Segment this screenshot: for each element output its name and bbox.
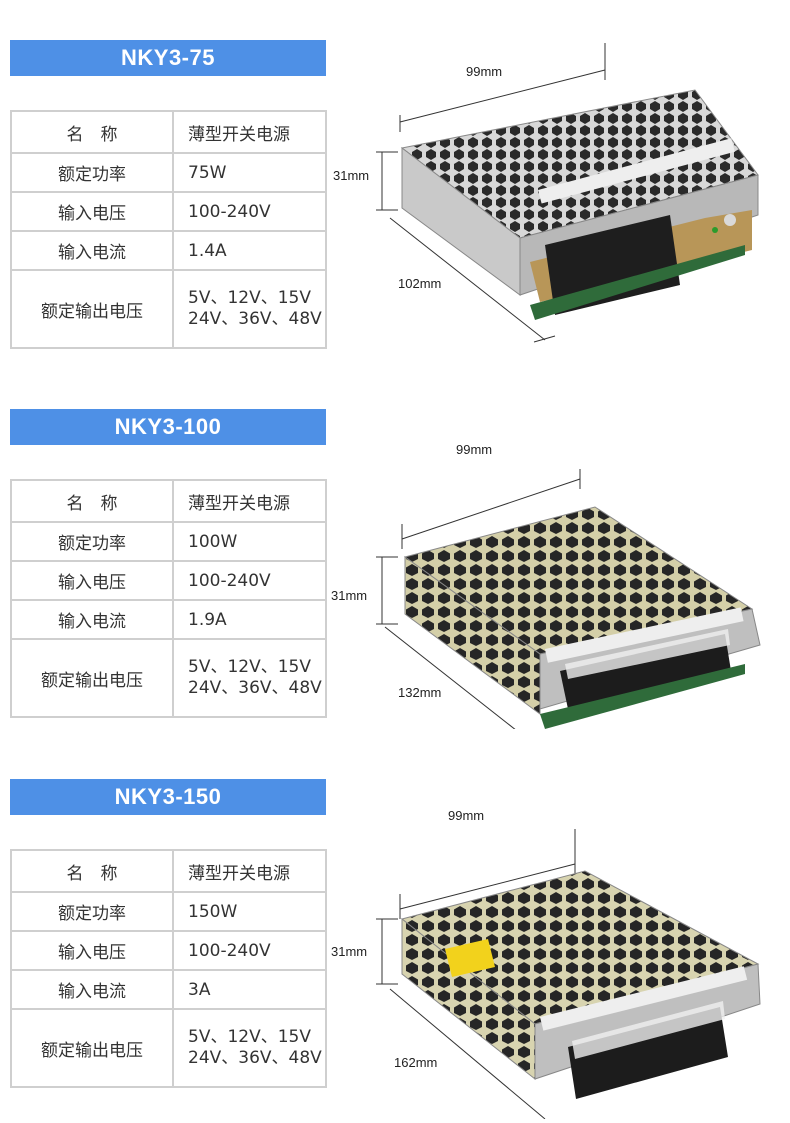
spec-table: 名 称 薄型开关电源 额定功率 100W 输入电压 100-240V 输入电流 … [10,479,327,718]
dimension-width: 99mm [466,64,503,79]
output-voltage-line: 5V、12V、15V [188,657,311,677]
model-title: NKY3-150 [10,779,326,815]
spec-value: 75W [172,152,327,193]
dimension-width: 99mm [456,442,493,457]
output-voltage-line: 24V、36V、48V [188,1048,322,1068]
dimension-depth: 132mm [398,685,442,700]
spec-value: 100-240V [172,930,327,971]
spec-key: 输入电流 [10,230,174,271]
product-section-nky3-75: NKY3-75 名 称 薄型开关电源 额定功率 75W 输入电压 100-240… [0,0,790,370]
output-voltage-line: 24V、36V、48V [188,309,322,329]
spec-table: 名 称 薄型开关电源 额定功率 75W 输入电压 100-240V 输入电流 1… [10,110,327,349]
output-voltage-line: 24V、36V、48V [188,678,322,698]
dimension-depth: 102mm [398,276,442,291]
spec-key: 输入电压 [10,930,174,971]
spec-key: 额定输出电压 [10,638,174,718]
spec-value: 5V、12V、15V 24V、36V、48V [172,1008,327,1088]
power-supply-illustration [376,43,759,343]
model-title: NKY3-75 [10,40,326,76]
spec-row: 输入电流 1.4A [10,230,327,271]
spec-row: 名 称 薄型开关电源 [10,479,327,523]
spec-value: 5V、12V、15V 24V、36V、48V [172,269,327,349]
spec-key: 额定输出电压 [10,1008,174,1088]
spec-value: 薄型开关电源 [172,849,327,893]
spec-value: 薄型开关电源 [172,479,327,523]
model-title: NKY3-100 [10,409,326,445]
spec-row: 额定功率 100W [10,521,327,562]
spec-row: 额定输出电压 5V、12V、15V 24V、36V、48V [10,1008,327,1088]
spec-row: 名 称 薄型开关电源 [10,110,327,154]
product-image: 99mm 31mm 162mm [331,779,780,1120]
spec-row: 额定输出电压 5V、12V、15V 24V、36V、48V [10,269,327,349]
spec-row: 输入电流 3A [10,969,327,1010]
spec-value: 3A [172,969,327,1010]
spec-value: 薄型开关电源 [172,110,327,154]
spec-value: 150W [172,891,327,932]
spec-key: 输入电压 [10,191,174,232]
power-supply-illustration [376,469,761,750]
dimension-height: 31mm [331,588,368,603]
dimension-depth: 162mm [394,1055,438,1070]
spec-table: 名 称 薄型开关电源 额定功率 150W 输入电压 100-240V 输入电流 … [10,849,327,1088]
spec-row: 输入电压 100-240V [10,560,327,601]
spec-row: 输入电压 100-240V [10,930,327,971]
spec-row: 输入电流 1.9A [10,599,327,640]
dimension-height: 31mm [331,944,368,959]
spec-key: 名 称 [10,849,174,893]
spec-value: 100-240V [172,560,327,601]
spec-value: 1.9A [172,599,327,640]
spec-row: 额定功率 75W [10,152,327,193]
spec-key: 名 称 [10,479,174,523]
spec-value: 1.4A [172,230,327,271]
spec-key: 输入电流 [10,599,174,640]
spec-key: 额定功率 [10,891,174,932]
spec-value: 5V、12V、15V 24V、36V、48V [172,638,327,718]
spec-value: 100W [172,521,327,562]
product-image: 99mm 31mm 132mm [331,409,780,750]
spec-key: 额定功率 [10,152,174,193]
dimension-width: 99mm [448,808,485,823]
output-voltage-line: 5V、12V、15V [188,1027,311,1047]
product-image: 99mm 31mm 102mm [333,40,780,360]
spec-row: 输入电压 100-240V [10,191,327,232]
dimension-height: 31mm [333,168,370,183]
spec-value: 100-240V [172,191,327,232]
product-section-nky3-100: NKY3-100 名 称 薄型开关电源 额定功率 100W 输入电压 100-2… [0,369,790,750]
spec-row: 额定输出电压 5V、12V、15V 24V、36V、48V [10,638,327,718]
spec-key: 输入电流 [10,969,174,1010]
spec-row: 额定功率 150W [10,891,327,932]
spec-key: 额定功率 [10,521,174,562]
spec-key: 额定输出电压 [10,269,174,349]
output-voltage-line: 5V、12V、15V [188,288,311,308]
spec-key: 输入电压 [10,560,174,601]
spec-row: 名 称 薄型开关电源 [10,849,327,893]
product-section-nky3-150: NKY3-150 名 称 薄型开关电源 额定功率 150W 输入电压 100-2… [0,739,790,1120]
spec-key: 名 称 [10,110,174,154]
power-supply-illustration [376,829,761,1120]
